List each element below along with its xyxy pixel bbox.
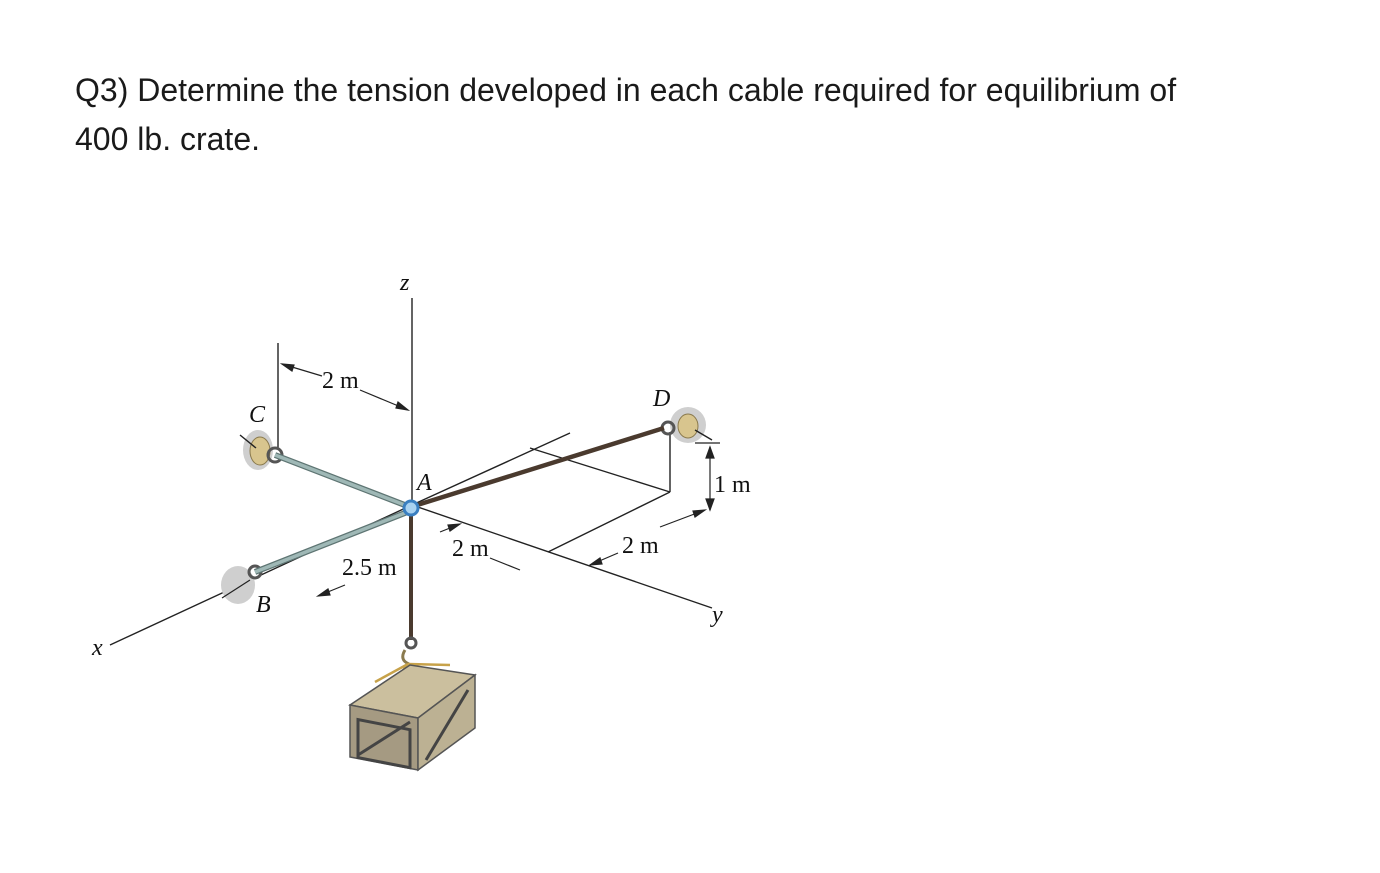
anchor-c — [239, 430, 284, 470]
question-line-1: Q3) Determine the tension developed in e… — [75, 72, 1177, 108]
dimension-lines — [279, 363, 720, 597]
y-axis — [411, 504, 713, 609]
dimension-a-to-d-y: 2 m — [452, 536, 489, 562]
dimension-c-to-z: 2 m — [322, 368, 359, 394]
crate — [348, 636, 477, 772]
dimension-d-height: 1 m — [714, 472, 751, 498]
construction-line-d-floor — [529, 447, 671, 493]
dimension-b-offset: 2.5 m — [342, 555, 397, 581]
coordinate-axes — [109, 298, 713, 646]
construction-line-d-base — [547, 491, 671, 553]
construction-line-d-top — [411, 432, 571, 506]
anchor-d — [660, 407, 713, 443]
x-axis-label: x — [91, 635, 103, 661]
point-d-label: D — [652, 386, 670, 412]
cable-ad — [413, 425, 665, 509]
dimension-d-y-offset: 2 m — [622, 533, 659, 559]
point-a-label: A — [415, 470, 432, 496]
point-c-label: C — [249, 402, 266, 428]
cables — [253, 425, 665, 640]
question-text: Q3) Determine the tension developed in e… — [75, 66, 1335, 164]
question-line-2: 400 lb. crate. — [75, 121, 260, 157]
ring-a — [402, 499, 420, 517]
z-axis-label: z — [399, 270, 410, 296]
y-axis-label: y — [710, 602, 723, 628]
point-b-label: B — [256, 592, 271, 618]
